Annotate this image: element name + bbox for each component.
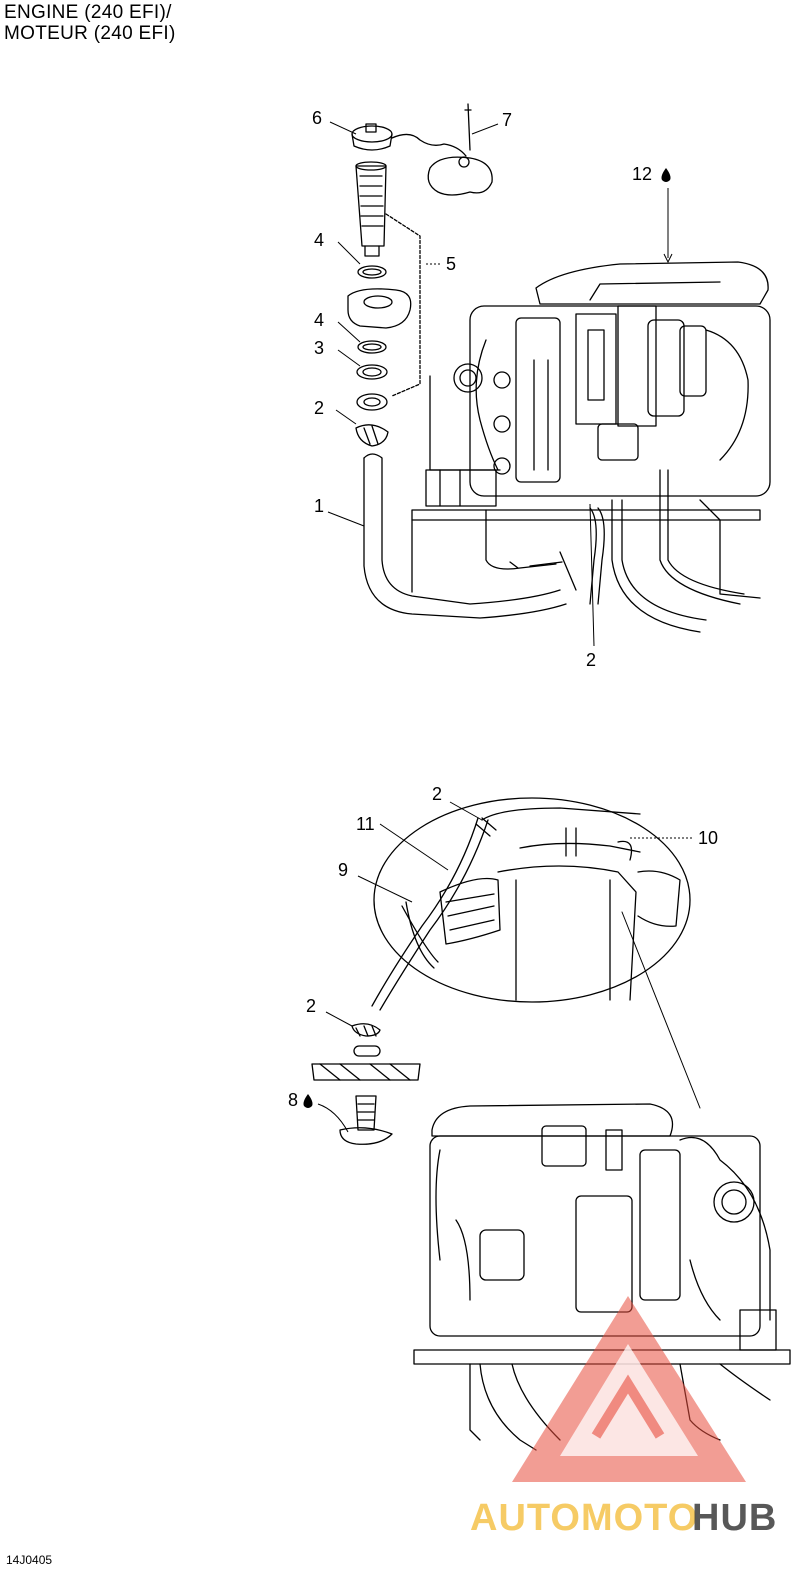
- detail-circle: [373, 797, 701, 1109]
- callout-7: 7: [502, 110, 512, 130]
- callout-2-detail: 2: [432, 784, 442, 804]
- callout-1: 1: [314, 496, 324, 516]
- filler-neck: [355, 161, 387, 257]
- callout-6: 6: [312, 108, 322, 128]
- callout-4-bottom: 4: [314, 310, 324, 330]
- fuel-hose-top: [363, 213, 567, 619]
- callout-8: 8: [288, 1090, 298, 1110]
- callout-2-lower: 2: [586, 650, 596, 670]
- drop-icon-8: [303, 1094, 313, 1108]
- watermark-logo: AUTOMOTO HUB: [470, 1296, 777, 1539]
- leader-lines: [317, 121, 692, 1133]
- figure-id: 14J0405: [6, 1553, 53, 1567]
- callout-12: 12: [632, 164, 652, 184]
- fuel-hose-bottom: [371, 817, 497, 1011]
- title-line-french: MOTEUR (240 EFI): [4, 23, 176, 44]
- gaskets-and-clamps-top: [347, 265, 412, 447]
- callouts: 6 7 12 4 5 4 3 2 1 2 2 11 10 9 2 8: [288, 108, 718, 1110]
- tether-plate: [427, 103, 493, 196]
- callout-11: 11: [356, 814, 375, 834]
- callout-2-vent: 2: [306, 996, 316, 1016]
- callout-2-clamp: 2: [314, 398, 324, 418]
- callout-4-top: 4: [314, 230, 324, 250]
- callout-10: 10: [698, 828, 718, 848]
- page-title: ENGINE (240 EFI)/ MOTEUR (240 EFI): [4, 2, 176, 44]
- watermark-text-hub: HUB: [692, 1497, 777, 1539]
- engine-top: [411, 261, 771, 633]
- watermark-text-automoto: AUTOMOTO: [470, 1497, 698, 1539]
- callout-5: 5: [446, 254, 456, 274]
- drop-icon-12: [661, 168, 671, 182]
- filler-cap: [351, 123, 467, 157]
- vent-parts: [311, 1023, 421, 1145]
- callout-9: 9: [338, 860, 348, 880]
- title-line-english: ENGINE (240 EFI)/: [4, 2, 172, 23]
- engine-front: [413, 1103, 791, 1451]
- callout-3: 3: [314, 338, 324, 358]
